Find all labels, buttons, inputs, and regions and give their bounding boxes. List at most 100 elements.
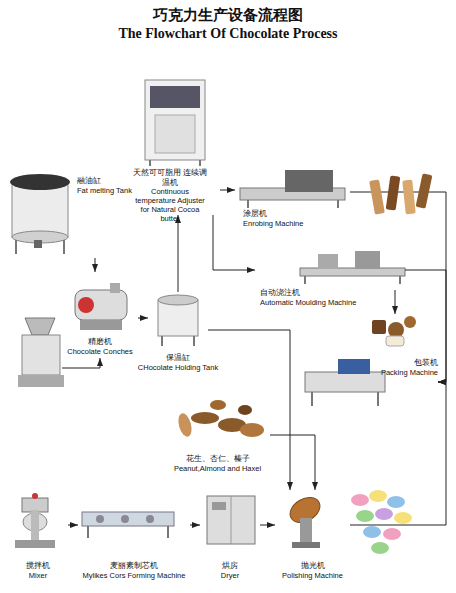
grinder-drawing-part — [62, 358, 100, 368]
english-name: Automatic Moulding Machine — [260, 298, 356, 307]
fat-tank-drawing — [10, 174, 70, 254]
nuts-drawing-part — [240, 423, 264, 437]
chocolate-bars-drawing-part — [416, 173, 433, 208]
chinese-name: 涂层机 — [243, 209, 303, 219]
mixer-drawing — [15, 493, 55, 548]
enrobing-machine: 涂层机Enrobing Machine — [235, 160, 350, 228]
enrobing-machine-drawing-part — [285, 170, 333, 192]
forming-machine-drawing — [82, 512, 174, 538]
conche-drawing-part — [80, 320, 122, 330]
polishing-machine: 抛光机Polishing Machine — [275, 490, 350, 580]
chinese-name: 保温缸 — [123, 353, 233, 363]
machine-label: 自动浇注机Automatic Moulding Machine — [260, 288, 356, 307]
holding-tank-drawing-part — [193, 336, 195, 346]
dragees-drawing-part — [351, 494, 369, 506]
nuts-drawing-part — [210, 400, 226, 410]
forming-machine-drawing-part — [82, 512, 174, 526]
chinese-name: 花生、杏仁、榛子 — [140, 454, 295, 464]
tempering-machine-drawing-part — [150, 86, 200, 108]
conche-machine: 精磨机Chocolate Conches — [62, 272, 138, 356]
tempering-machine-drawing-part — [149, 160, 151, 166]
fat-tank-drawing-part — [15, 240, 17, 254]
chinese-name: 麦丽素制芯机 — [53, 561, 215, 571]
flow-arrow — [350, 192, 446, 382]
chinese-name: 天然可可脂用 连续调温机 — [130, 168, 210, 187]
forming-machine-drawing-part — [96, 515, 104, 523]
dryer-machine: 烘房Dryer — [200, 490, 260, 580]
mixer-machine: 搅拌机Mixer — [8, 485, 68, 580]
packing-machine-drawing-part — [338, 359, 370, 374]
english-name: Mixer — [0, 571, 93, 580]
moulded-chocolates-drawing-part — [386, 336, 404, 346]
tempering-machine: 天然可可脂用 连续调温机Continuous temperature Adjus… — [120, 75, 220, 215]
tempering-machine-drawing-part — [155, 115, 195, 153]
dryer-drawing-part — [207, 496, 255, 544]
grinder-drawing-part — [25, 318, 55, 335]
dryer-drawing — [207, 496, 255, 544]
mixer-drawing-part — [22, 498, 48, 512]
mixer-drawing-part — [15, 540, 55, 548]
machine-label: 抛光机Polishing Machine — [250, 561, 375, 580]
machine-label: 烘房Dryer — [175, 561, 285, 580]
enrobing-machine-drawing — [240, 170, 345, 208]
holding-tank-drawing-part — [158, 295, 198, 305]
dryer-drawing-part — [231, 496, 232, 544]
chocolate-bars-drawing-part — [402, 180, 415, 215]
flow-arrow — [68, 525, 78, 526]
flow-arrow — [138, 318, 148, 319]
english-name: Packing Machine — [381, 368, 438, 377]
english-name: Polishing Machine — [250, 571, 375, 580]
forming-machine-drawing-part — [121, 515, 129, 523]
flow-arrow — [190, 525, 200, 526]
dragees-drawing-part — [363, 526, 381, 538]
grinder-drawing-part — [18, 375, 64, 387]
dragees-drawing-part — [383, 528, 401, 540]
english-name: Fat melting Tank — [77, 186, 132, 195]
chinese-name: 融油缸 — [77, 176, 132, 186]
moulding-machine-drawing-part — [355, 251, 380, 269]
moulded-chocolates-drawing — [372, 316, 416, 346]
english-name: Dryer — [175, 571, 285, 580]
chart-subtitle: The Flowchart Of Chocolate Process — [0, 26, 456, 42]
dragees-drawing-part — [356, 510, 374, 522]
moulded-chocolates-drawing-part — [372, 320, 386, 334]
flow-arrow — [350, 382, 446, 525]
machine-label: 涂层机Enrobing Machine — [243, 209, 303, 228]
fat-melting-tank: 融油缸Fat melting Tank — [5, 172, 155, 258]
dragees-drawing-part — [387, 496, 405, 508]
chinese-name: 自动浇注机 — [260, 288, 356, 298]
chart-title: 巧克力生产设备流程图 — [0, 6, 456, 25]
machine-label: 麦丽素制芯机Mylikes Cors Forming Machine — [53, 561, 215, 580]
polishing-machine-drawing-part — [300, 518, 312, 542]
dragees-drawing-part — [394, 512, 412, 524]
packing-machine-drawing-part — [305, 372, 385, 392]
chinese-name: 烘房 — [175, 561, 285, 571]
fat-tank-drawing-part — [10, 174, 70, 190]
fat-tank-drawing-part — [63, 240, 65, 254]
conche-drawing-part — [75, 290, 127, 320]
enrobing-machine-drawing-part — [337, 200, 339, 208]
nuts-drawing-part — [191, 412, 219, 424]
conche-drawing-part — [78, 297, 94, 313]
nuts-drawing — [176, 400, 264, 438]
english-name: Peanut,Almond and Haxel — [140, 464, 295, 473]
grinder-drawing-part — [22, 335, 60, 375]
enrobing-machine-drawing-part — [247, 200, 249, 208]
flow-arrow — [260, 525, 275, 526]
polishing-machine-drawing — [286, 492, 325, 548]
nuts-drawing-part — [176, 412, 194, 438]
moulding-machine-drawing-part — [300, 268, 405, 276]
conche-drawing-part — [110, 283, 120, 293]
english-name: Mylikes Cors Forming Machine — [53, 571, 215, 580]
mixer-drawing-part — [32, 493, 38, 499]
dragees-drawing-part — [369, 490, 387, 502]
dragees-drawing-part — [375, 508, 393, 520]
moulding-machine-drawing-part — [318, 254, 338, 269]
conche-drawing — [75, 283, 127, 330]
english-name: Enrobing Machine — [243, 219, 303, 228]
holding-tank: 保温缸CHocolate Holding Tank — [148, 292, 208, 372]
packing-machine-drawing-part — [377, 392, 379, 406]
chinese-name: 搅拌机 — [0, 561, 93, 571]
moulding-machine-drawing-part — [399, 276, 401, 284]
forming-machine-drawing-part — [87, 526, 89, 538]
